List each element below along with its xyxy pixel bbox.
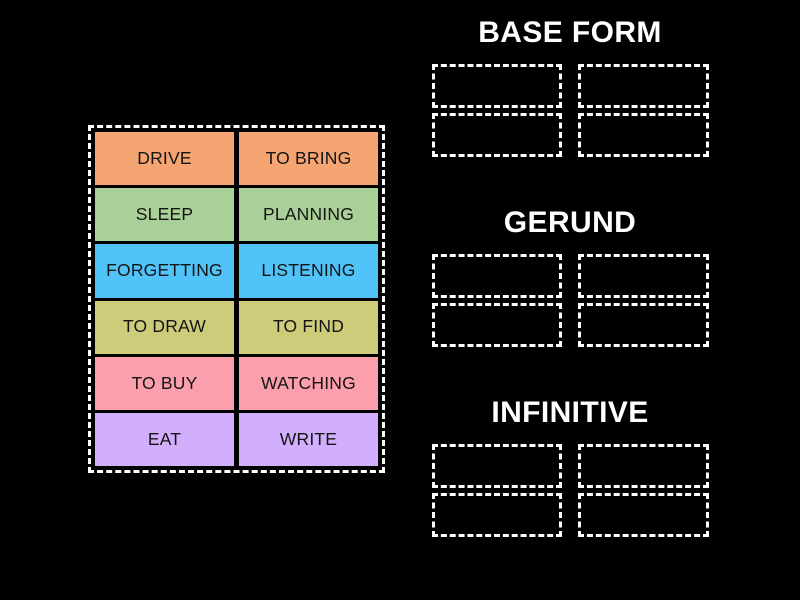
draggable-tile[interactable]: TO FIND (239, 300, 378, 354)
dropzone[interactable] (431, 444, 562, 488)
category-gerund: GERUND (420, 208, 720, 398)
draggable-tile[interactable]: EAT (95, 412, 234, 467)
draggable-tile[interactable]: DRIVE (95, 132, 234, 186)
category-column: BASE FORM GERUND INFINITIVE (420, 18, 720, 588)
dropzone-grid (431, 254, 709, 347)
dropzone[interactable] (431, 254, 562, 298)
dropzone[interactable] (578, 303, 709, 347)
draggable-tile[interactable]: WATCHING (239, 356, 378, 410)
dropzone[interactable] (431, 303, 562, 347)
dropzone[interactable] (431, 493, 562, 537)
category-infinitive: INFINITIVE (420, 398, 720, 588)
draggable-tile[interactable]: FORGETTING (95, 244, 234, 298)
draggable-tile[interactable]: TO BUY (95, 356, 234, 410)
draggable-tile[interactable]: WRITE (239, 412, 378, 467)
dropzone-grid (431, 64, 709, 157)
dropzone-grid (431, 444, 709, 537)
draggable-tile[interactable]: LISTENING (239, 244, 378, 298)
draggable-tile[interactable]: SLEEP (95, 188, 234, 242)
draggable-tile[interactable]: TO BRING (239, 132, 378, 186)
draggable-tile[interactable]: TO DRAW (95, 300, 234, 354)
category-base-form: BASE FORM (420, 18, 720, 208)
category-title: GERUND (503, 206, 637, 239)
draggable-tile[interactable]: PLANNING (239, 188, 378, 242)
dropzone[interactable] (578, 64, 709, 108)
dropzone[interactable] (431, 64, 562, 108)
dropzone[interactable] (578, 493, 709, 537)
dropzone[interactable] (431, 113, 562, 157)
category-title: BASE FORM (478, 16, 662, 49)
dropzone[interactable] (578, 113, 709, 157)
category-title: INFINITIVE (491, 396, 649, 429)
dropzone[interactable] (578, 444, 709, 488)
dropzone[interactable] (578, 254, 709, 298)
